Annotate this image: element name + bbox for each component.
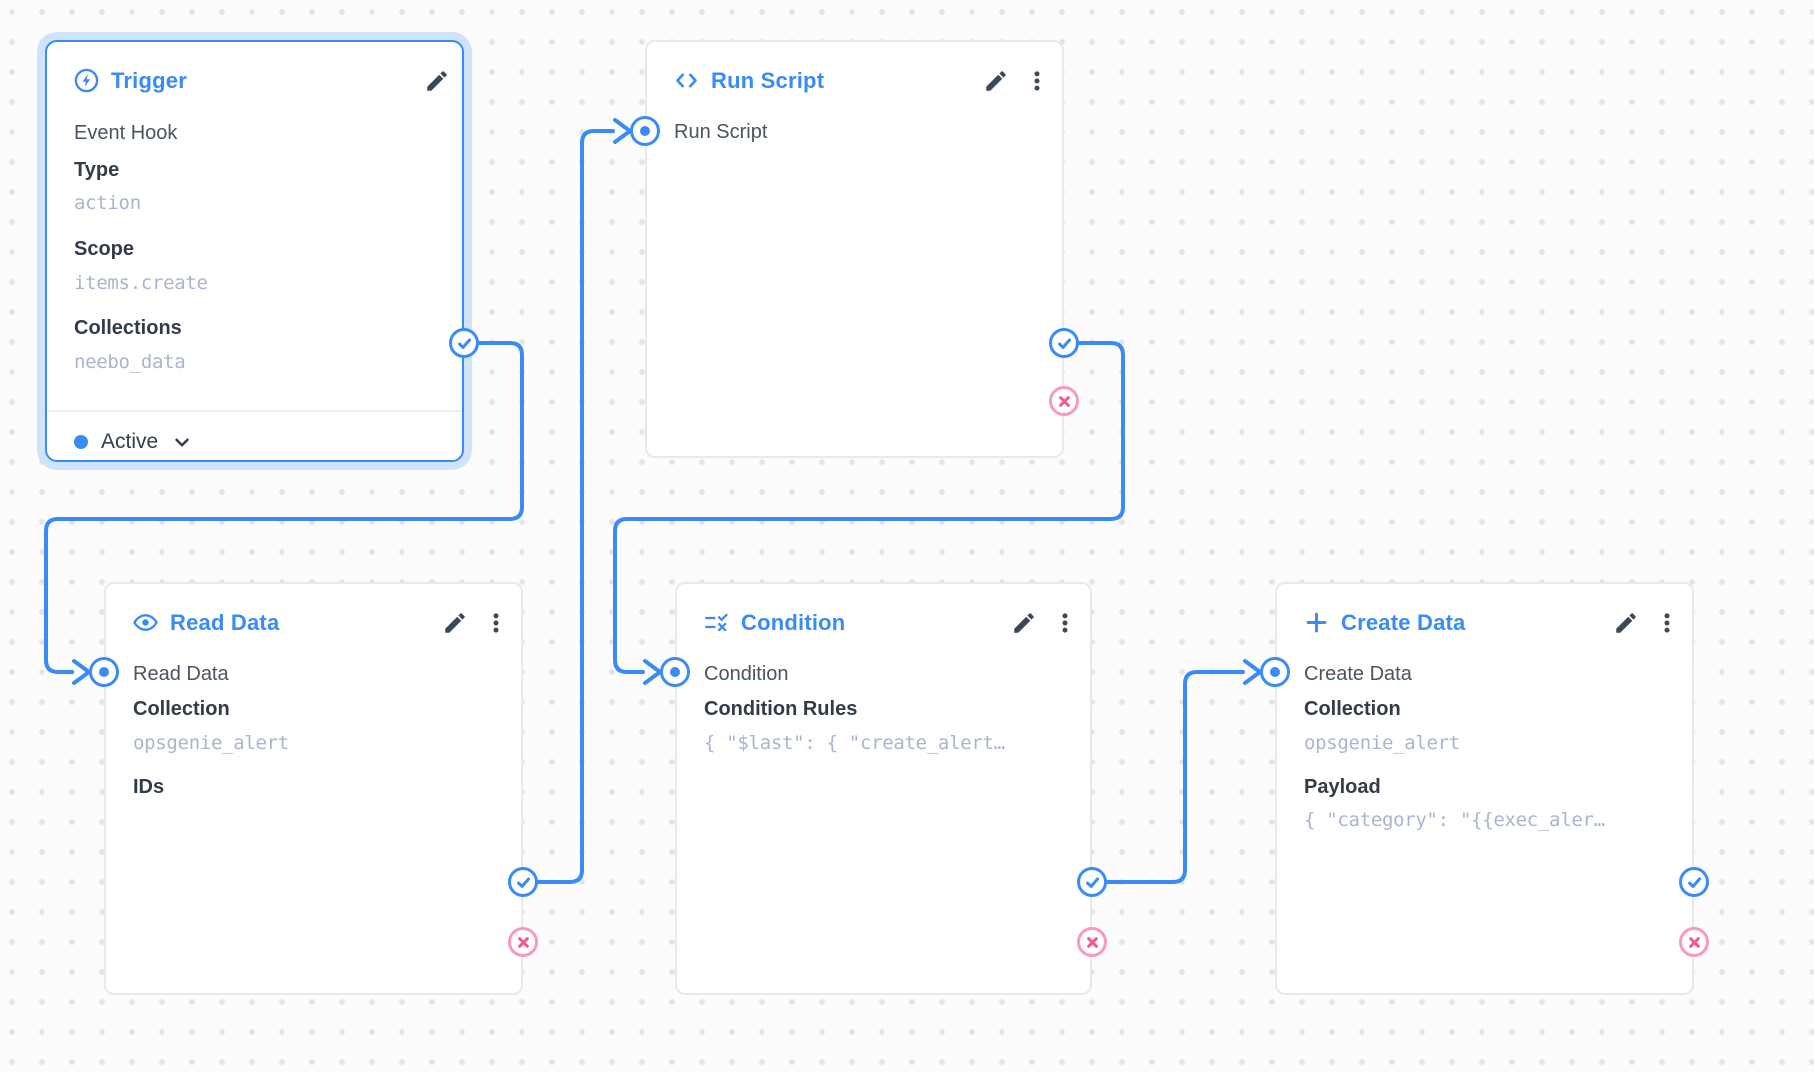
field-label: Collections [74,317,182,339]
flow-status-toggle[interactable]: Active [74,430,193,454]
field-label: Collection [133,698,230,720]
trigger-type-text: Event Hook [74,122,178,144]
bolt-circle-icon [73,67,100,94]
field-value: { "category": "{{exec_aler… [1304,809,1605,831]
field-label: Collection [1304,698,1401,720]
check-icon [1085,876,1099,888]
wire-arrowhead [613,118,632,144]
field-label: Condition Rules [704,698,858,720]
trigger-resolve-port[interactable] [449,328,479,358]
node-header: Run Script [673,67,1050,94]
check-icon [457,337,471,349]
node-title: Condition [741,609,846,635]
check-icon [516,876,530,888]
field-label: Scope [74,238,135,260]
edit-icon[interactable] [983,68,1009,94]
field-value: action [74,192,141,214]
wire-arrowhead [643,659,662,685]
field-label: IDs [133,776,165,798]
check-icon [1687,876,1701,888]
input-label: Condition [704,663,789,685]
input-label: Run Script [674,121,768,143]
field-value: { "$last": { "create_alert… [704,732,1005,754]
input-label: Create Data [1304,663,1412,685]
read-data-resolve-port[interactable] [508,867,538,897]
node-trigger[interactable]: Trigger Event Hook Type action Scope ite… [45,40,464,462]
x-icon [1058,395,1070,407]
x-icon [1688,936,1700,948]
edit-icon[interactable] [1011,610,1037,636]
create-data-resolve-port[interactable] [1679,867,1709,897]
wire-read-data-to-run-script [535,129,615,884]
node-title: Run Script [711,67,825,93]
code-icon [673,67,700,94]
run-script-reject-port[interactable] [1049,386,1079,416]
chevron-down-icon [171,431,193,453]
node-header: Trigger [73,67,450,94]
create-data-reject-port[interactable] [1679,927,1709,957]
port-dot-icon [640,126,650,136]
node-header: Read Data [132,609,509,636]
more-options-icon[interactable] [1024,68,1050,94]
check-icon [1057,337,1071,349]
wire-arrowhead [1243,659,1262,685]
more-options-icon[interactable] [483,610,509,636]
node-read-data[interactable]: Read Data Read Data Collection opsgenie_… [104,582,523,995]
field-value: opsgenie_alert [133,732,289,754]
more-options-icon[interactable] [1052,610,1078,636]
edit-icon[interactable] [442,610,468,636]
condition-input-port[interactable] [660,657,690,687]
port-dot-icon [99,667,109,677]
eye-icon [132,609,159,636]
more-options-icon[interactable] [1654,610,1680,636]
node-title: Trigger [111,67,187,93]
node-create-data[interactable]: Create Data Create Data Collection opsge… [1275,582,1694,995]
run-script-resolve-port[interactable] [1049,328,1079,358]
read-data-input-port[interactable] [89,657,119,687]
node-title: Create Data [1341,609,1466,635]
port-dot-icon [670,667,680,677]
field-value: opsgenie_alert [1304,732,1460,754]
rule-icon [703,609,730,636]
input-label: Read Data [133,663,229,685]
edit-icon[interactable] [424,68,450,94]
read-data-reject-port[interactable] [508,927,538,957]
create-data-input-port[interactable] [1260,657,1290,687]
edit-icon[interactable] [1613,610,1639,636]
condition-resolve-port[interactable] [1077,867,1107,897]
wire-arrowhead [72,659,91,685]
x-icon [517,936,529,948]
run-script-input-port[interactable] [630,116,660,146]
x-icon [1086,936,1098,948]
port-dot-icon [1270,667,1280,677]
node-title: Read Data [170,609,280,635]
field-value: items.create [74,272,208,294]
status-label: Active [101,430,159,453]
wire-condition-to-create-data [1104,670,1245,884]
field-label: Payload [1304,776,1381,798]
plus-icon [1303,609,1330,636]
field-label: Type [74,159,120,181]
node-run-script[interactable]: Run Script Run Script [645,40,1064,458]
node-header: Create Data [1303,609,1680,636]
active-status-dot-icon [74,435,88,449]
divider [47,410,462,412]
field-value: neebo_data [74,351,186,373]
condition-reject-port[interactable] [1077,927,1107,957]
node-header: Condition [703,609,1078,636]
node-condition[interactable]: Condition Condition Condition Rules { "$… [675,582,1092,995]
